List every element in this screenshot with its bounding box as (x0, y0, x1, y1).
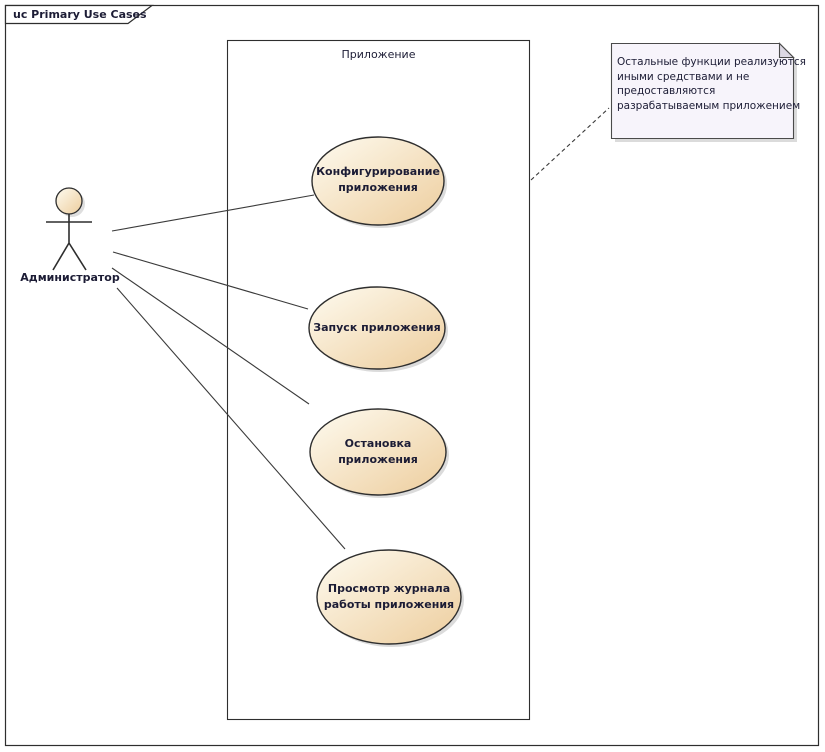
association-admin-configure (111, 194, 315, 232)
use-case-label-viewlog: Просмотр журнала работы приложения (305, 581, 473, 613)
use-case-label-line: Просмотр журнала (327, 582, 451, 595)
note-fold-corner (778, 42, 795, 59)
note-text-line: иными средствами и не (617, 70, 750, 83)
note-text-line: разрабатываемым приложением (617, 99, 801, 112)
use-case-label-line: Конфигурирование (316, 165, 440, 178)
note-text-line: предоставляются (617, 85, 716, 97)
actor-body (46, 214, 92, 271)
use-case-label-line: приложения (338, 453, 418, 466)
use-case-ellipse-configure (311, 136, 445, 226)
use-case-label-line: Остановка (344, 437, 412, 450)
frame-border (4, 4, 820, 747)
note-box (610, 42, 795, 140)
actor-head (55, 187, 83, 215)
use-case-ellipse-stop (309, 408, 447, 496)
use-case-label-line: Запуск приложения (313, 321, 441, 334)
use-case-ellipse-viewlog (316, 549, 462, 645)
use-case-label-line: приложения (338, 181, 418, 194)
actor-administrator (46, 187, 92, 271)
association-admin-start (112, 251, 309, 310)
association-admin-viewlog (116, 287, 346, 550)
use-case-label-configure: Конфигурирование приложения (298, 164, 458, 196)
actor-label: Администратор (20, 271, 120, 284)
system-boundary-label: Приложение (341, 48, 416, 61)
frame-title: uc Primary Use Cases (13, 8, 147, 21)
use-case-label-stop: Остановка приложения (298, 436, 458, 468)
use-case-ellipse-start (308, 286, 446, 370)
use-case-label-start: Запуск приложения (297, 320, 457, 336)
note-text-line: Остальные функции реализуются (617, 56, 806, 68)
note-text: Остальные функции реализуются иными сред… (617, 55, 806, 113)
association-admin-stop (111, 267, 310, 405)
note-anchor-dashed-line (530, 107, 610, 181)
frame-title-tab (4, 4, 154, 25)
use-case-label-line: работы приложения (323, 598, 455, 611)
